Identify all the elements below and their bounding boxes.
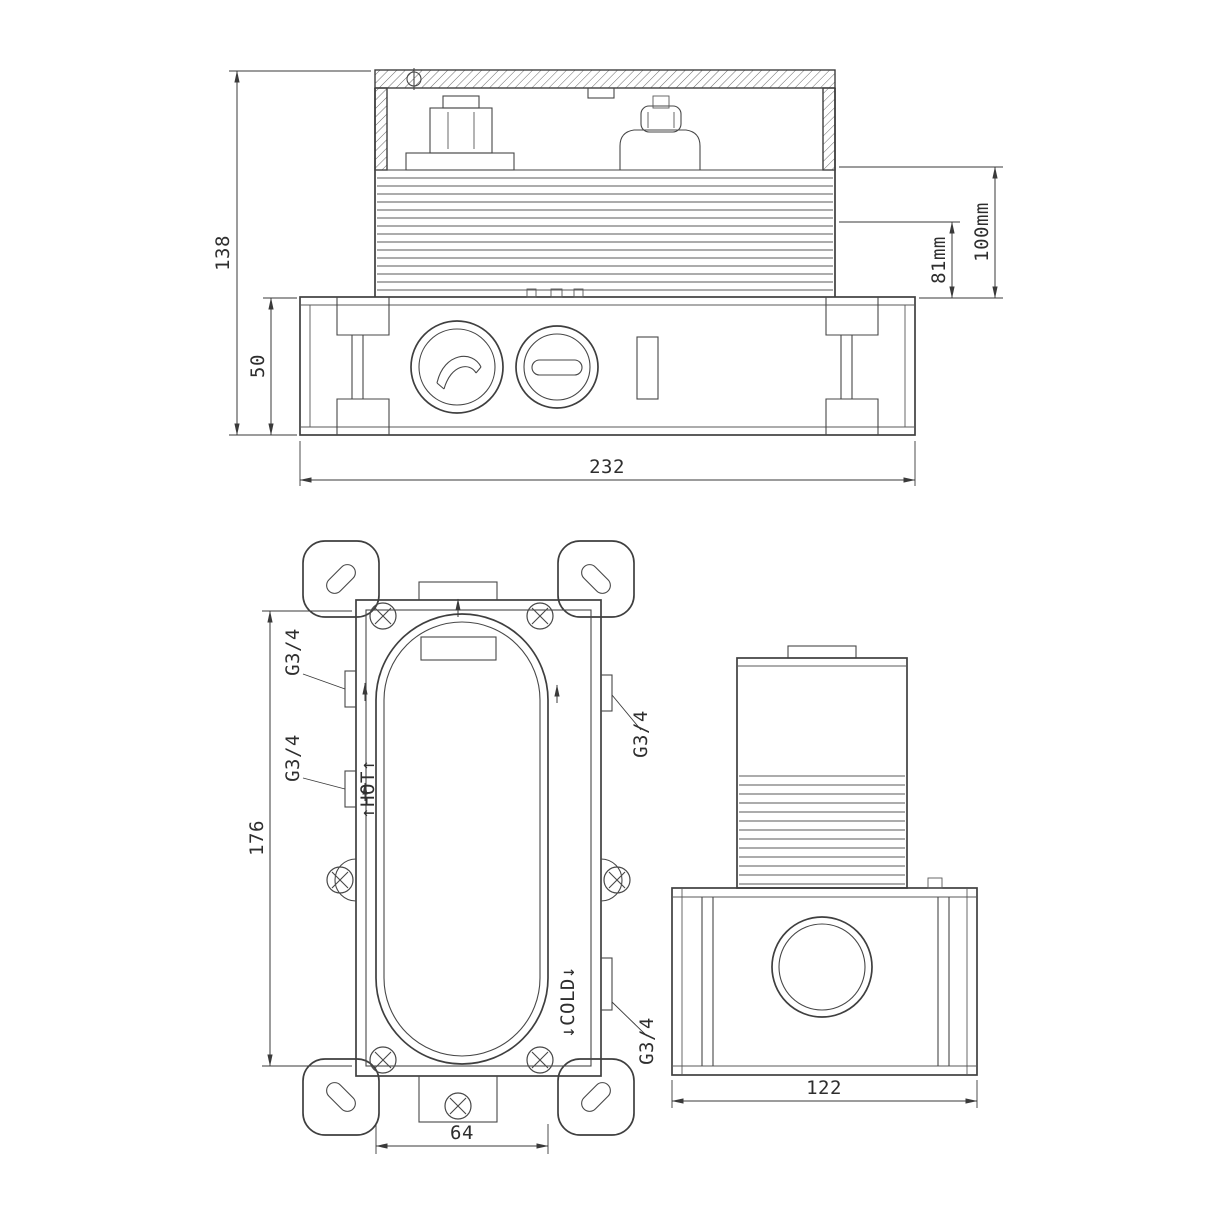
side-view: 122 [671,645,978,1108]
cap-screw [406,68,422,90]
cartridge-wall-left [374,87,388,171]
front-view: 138 50 232 81mm 100mm [212,68,1003,486]
g34-label-left-mid: G3/4 [282,734,304,782]
mounting-ear-bottom-right [557,1058,635,1136]
dim-122-label: 122 [806,1077,842,1099]
leader-g34-right-bottom [611,1001,648,1037]
side-cartridge-ribs [739,775,905,885]
side-valve-body [671,887,978,1076]
right-fitting [587,87,701,170]
hot-label: ↑HOT↑ [357,759,379,819]
oval-opening-inner [383,621,541,1057]
cold-label: ↓COLD↓ [557,966,579,1038]
bracket-frame-inner [365,609,592,1067]
side-bracket-left [701,897,714,1066]
port-tab-right-bottom [600,957,613,1011]
dim-81mm-label: 81mm [928,236,950,284]
dim-138-label: 138 [212,235,234,271]
dim-50-label: 50 [247,354,269,378]
g34-label-right-bottom: G3/4 [636,1017,658,1065]
cartridge-outline [374,88,836,297]
g34-label-left-top: G3/4 [282,628,304,676]
side-cartridge [736,657,908,889]
mounting-screw [444,1092,472,1120]
mounting-ear-top-right [557,540,635,618]
body-tab-right [825,297,879,435]
oval-opening-outer [375,613,549,1065]
port-tab-left-mid [344,770,357,808]
oval-top-window [420,636,497,661]
body-divider-bar [636,336,659,400]
leader-g34-right-top [611,694,642,731]
valve-body-front [299,296,916,436]
dim-64-label: 64 [450,1122,474,1144]
side-cap-step [787,645,857,659]
body-tab-left [336,297,390,435]
side-bracket-right [937,897,950,1066]
cartridge-ribs [377,177,833,291]
bracket-bottom-tab [418,1075,498,1123]
g34-label-right-top: G3/4 [630,710,652,758]
mounting-screw [603,866,631,894]
cartridge-cap [374,69,836,89]
dim-100mm-label: 100mm [971,202,993,262]
mounting-screw [526,602,554,630]
port-tab-left-top [344,670,357,708]
left-fitting [405,95,515,171]
body-top-ticks [526,288,584,298]
mounting-screw [369,1046,397,1074]
leader-g34-left-mid [302,777,346,790]
mounting-ear-top-left [302,540,380,618]
side-lobe-left [334,858,357,902]
mounting-screw [526,1046,554,1074]
side-top-tick [927,877,943,889]
dim-176-label: 176 [246,820,268,856]
mounting-ear-bottom-left [302,1058,380,1136]
side-lobe-right [600,858,623,902]
valve-port-left [410,320,504,414]
side-port-circle [771,916,873,1018]
dim-232-label: 232 [589,456,625,478]
cartridge-wall-right [822,87,836,171]
plan-view: G3/4 G3/4 G3/4 G3/4 ↑HOT↑ ↓COLD↓ 176 64 [246,540,658,1154]
port-tab-right-top [600,674,613,712]
bracket-top-tab [418,581,498,601]
mounting-screw [369,602,397,630]
mounting-screw [326,866,354,894]
valve-port-right [515,325,599,409]
leader-g34-left-top [302,673,346,690]
